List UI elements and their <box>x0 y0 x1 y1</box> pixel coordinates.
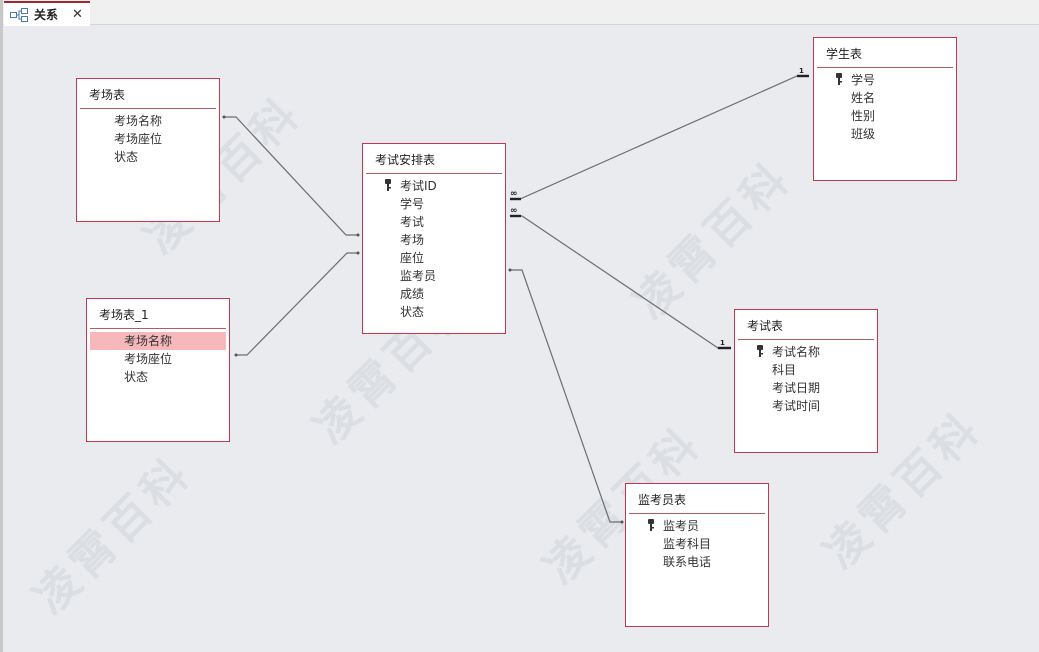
field-name: 科目 <box>772 363 797 377</box>
field-item[interactable]: 考试时间 <box>738 397 874 415</box>
relationship-line <box>510 215 731 349</box>
field-name: 考试名称 <box>772 345 821 359</box>
field-name: 考场座位 <box>114 132 163 146</box>
table-title[interactable]: 学生表 <box>817 38 953 68</box>
field-item[interactable]: 考试日期 <box>738 379 874 397</box>
field-item[interactable]: 状态 <box>366 303 502 321</box>
field-item[interactable]: 考场 <box>366 231 502 249</box>
field-item[interactable]: 考场座位 <box>90 350 226 368</box>
watermark: 凌霄百科 <box>624 151 802 329</box>
field-item[interactable]: 座位 <box>366 249 502 267</box>
field-item[interactable]: 考场名称 <box>80 112 216 130</box>
field-item[interactable]: 姓名 <box>817 89 953 107</box>
field-name: 状态 <box>114 150 139 164</box>
table-kaochang-1[interactable]: 考场表_1 考场名称 考场座位 状态 <box>86 298 230 442</box>
field-item[interactable]: 考场座位 <box>80 130 216 148</box>
table-xuesheng[interactable]: 学生表 学号 姓名 性别 班级 <box>813 37 957 181</box>
field-list: 监考员 监考科目 联系电话 <box>626 514 768 571</box>
tab-label: 关系 <box>34 8 59 22</box>
field-item[interactable]: 考试ID <box>366 177 502 195</box>
field-name: 姓名 <box>851 91 876 105</box>
field-name: 班级 <box>851 127 876 141</box>
left-edge <box>0 0 3 652</box>
field-name: 监考员 <box>663 519 700 533</box>
field-list: 考场名称 考场座位 状态 <box>87 329 229 386</box>
table-title[interactable]: 考场表 <box>80 79 216 109</box>
table-title[interactable]: 监考员表 <box>629 484 765 514</box>
primary-key-icon <box>836 73 842 85</box>
field-item[interactable]: 状态 <box>90 368 226 386</box>
primary-key-icon <box>385 179 391 191</box>
table-title[interactable]: 考试安排表 <box>366 144 502 174</box>
field-name: 考场名称 <box>124 334 173 348</box>
field-name: 考场座位 <box>124 352 173 366</box>
primary-key-icon <box>648 519 654 531</box>
field-list: 考场名称 考场座位 状态 <box>77 109 219 166</box>
one-label: 1 <box>799 67 804 75</box>
close-icon[interactable]: ✕ <box>72 7 83 22</box>
relationship-line <box>510 75 809 200</box>
relationship-line <box>236 252 358 356</box>
field-item[interactable]: 性别 <box>817 107 953 125</box>
field-name: 成绩 <box>400 287 425 301</box>
field-item[interactable]: 状态 <box>80 148 216 166</box>
field-name: 性别 <box>851 109 876 123</box>
table-title[interactable]: 考试表 <box>738 310 874 340</box>
one-label: 1 <box>720 339 725 347</box>
field-item[interactable]: 学号 <box>366 195 502 213</box>
primary-key-icon <box>757 345 763 357</box>
field-name: 监考员 <box>400 269 437 283</box>
field-item[interactable]: 联系电话 <box>629 553 765 571</box>
field-item[interactable]: 监考员 <box>366 267 502 285</box>
field-name: 联系电话 <box>663 555 712 569</box>
field-name: 考试日期 <box>772 381 821 395</box>
field-name: 监考科目 <box>663 537 712 551</box>
table-title[interactable]: 考场表_1 <box>90 299 226 329</box>
field-name: 考场名称 <box>114 114 163 128</box>
field-item[interactable]: 科目 <box>738 361 874 379</box>
watermark: 凌霄百科 <box>24 446 202 624</box>
relationships-icon <box>10 7 28 22</box>
field-list: 考试名称 科目 考试日期 考试时间 <box>735 340 877 415</box>
many-label: ∞ <box>510 206 518 216</box>
field-item[interactable]: 班级 <box>817 125 953 143</box>
relationship-line <box>224 116 358 236</box>
field-item[interactable]: 考试名称 <box>738 343 874 361</box>
field-name: 考试ID <box>400 179 437 193</box>
field-item[interactable]: 学号 <box>817 71 953 89</box>
field-name: 学号 <box>400 197 425 211</box>
field-name: 学号 <box>851 73 876 87</box>
field-name: 座位 <box>400 251 425 265</box>
field-item[interactable]: 监考科目 <box>629 535 765 553</box>
table-kaoshi-anpai[interactable]: 考试安排表 考试ID 学号 考试 考场 座位 监考员 成绩 状态 <box>362 143 506 334</box>
field-name: 状态 <box>124 370 149 384</box>
field-name: 状态 <box>400 305 425 319</box>
table-kaoshi[interactable]: 考试表 考试名称 科目 考试日期 考试时间 <box>734 309 878 453</box>
field-item[interactable]: 考试 <box>366 213 502 231</box>
field-item-selected[interactable]: 考场名称 <box>90 332 226 350</box>
table-jiankaoyuan[interactable]: 监考员表 监考员 监考科目 联系电话 <box>625 483 769 627</box>
field-list: 考试ID 学号 考试 考场 座位 监考员 成绩 状态 <box>363 174 505 321</box>
tab-relationships[interactable]: 关系 ✕ <box>4 1 90 26</box>
field-name: 考试时间 <box>772 399 821 413</box>
field-item[interactable]: 监考员 <box>629 517 765 535</box>
field-name: 考场 <box>400 233 425 247</box>
relationship-line <box>510 269 622 523</box>
many-label: ∞ <box>510 189 518 199</box>
table-kaochang[interactable]: 考场表 考场名称 考场座位 状态 <box>76 78 220 222</box>
field-list: 学号 姓名 性别 班级 <box>814 68 956 143</box>
field-name: 考试 <box>400 215 425 229</box>
field-item[interactable]: 成绩 <box>366 285 502 303</box>
